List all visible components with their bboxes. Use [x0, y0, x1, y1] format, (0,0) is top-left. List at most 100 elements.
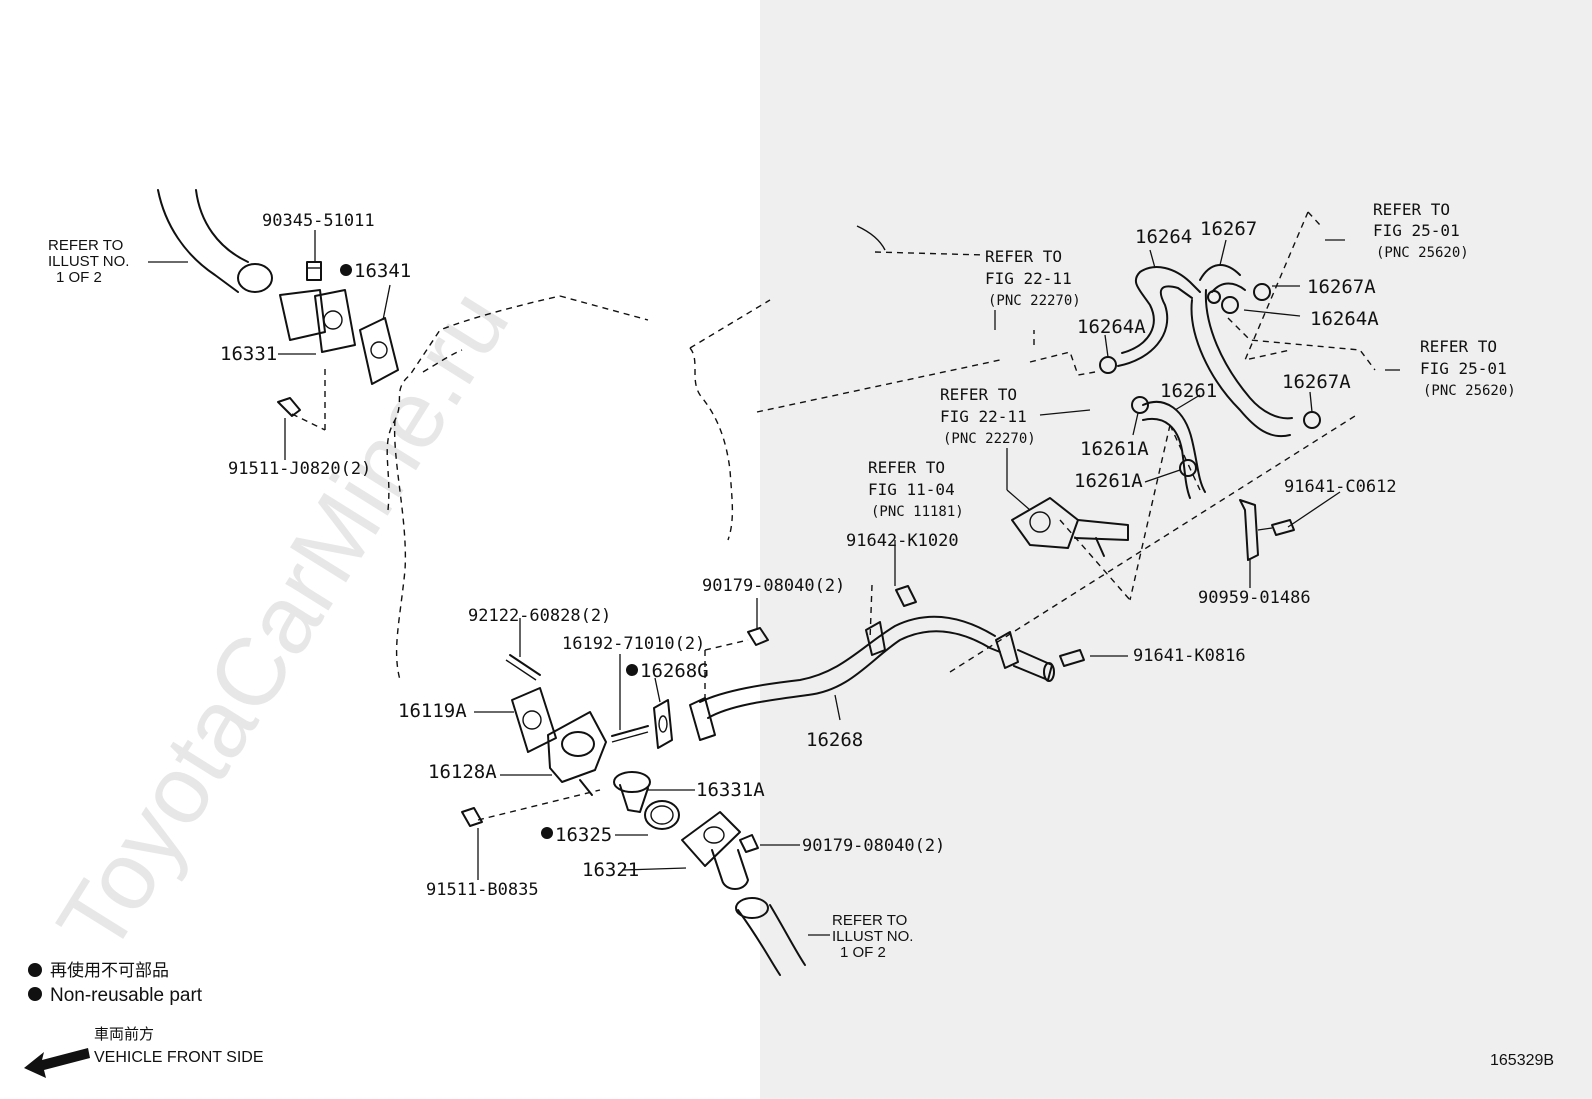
housing-16128A	[547, 711, 607, 796]
front-indicator: 車両前方 VEHICLE FRONT SIDE	[24, 1026, 264, 1078]
hose-16264	[1117, 266, 1201, 367]
non-reusable-dot	[340, 264, 352, 276]
ref-fig2501-b-line3: (PNC 25620)	[1423, 383, 1516, 399]
ref-fig2501-a-line3: (PNC 25620)	[1376, 245, 1469, 261]
label-16264A-left: 16264A	[1077, 316, 1146, 338]
lower-hose	[735, 897, 806, 976]
label-16264: 16264	[1135, 226, 1192, 248]
ref-fig2211-a-line2: FIG 22-11	[985, 269, 1072, 288]
label-16268G: 16268G	[640, 660, 709, 682]
ref-fig2211-a-line3: (PNC 22270)	[988, 293, 1081, 309]
legend-dot-jp	[28, 963, 42, 977]
label-90179-08040-lower: 90179-08040(2)	[802, 836, 945, 856]
watermark: ToyotaCarMine.ru	[37, 272, 529, 971]
gasket-16341	[359, 317, 399, 385]
nut-90179-lower	[739, 834, 759, 853]
legend-en: Non-reusable part	[50, 985, 203, 1006]
label-16325: 16325	[555, 824, 612, 846]
inlet-16321	[681, 811, 749, 890]
label-16261: 16261	[1160, 380, 1217, 402]
front-jp: 車両前方	[94, 1026, 154, 1043]
legend: 再使用不可部品 Non-reusable part	[28, 960, 203, 1006]
label-16267A-upper: 16267A	[1307, 276, 1376, 298]
ref-fig2501-b-line2: FIG 25-01	[1420, 359, 1507, 378]
thermostat-16331A	[613, 771, 651, 813]
bolt-91511-B0835	[461, 789, 601, 827]
ref-fig2501-b: REFER TO FIG 25-01 (PNC 25620)	[1420, 337, 1516, 399]
ref-fig1104-line1: REFER TO	[868, 458, 945, 477]
pipe-16268	[689, 615, 1085, 741]
water-outlet-16331	[157, 189, 356, 353]
water-inlet-housing	[1011, 497, 1129, 557]
ref-fig2211-b-line1: REFER TO	[940, 385, 1017, 404]
label-92122-60828: 92122-60828(2)	[468, 606, 611, 626]
reference-dashes	[874, 211, 1376, 673]
non-reusable-dot	[626, 664, 638, 676]
ref-fig1104: REFER TO FIG 11-04 (PNC 11181)	[868, 458, 964, 520]
label-90345-51011: 90345-51011	[262, 211, 375, 231]
label-91641-C0612: 91641-C0612	[1284, 477, 1397, 497]
label-16267A-lower: 16267A	[1282, 371, 1351, 393]
ref-fig1104-line2: FIG 11-04	[868, 480, 955, 499]
label-16128A: 16128A	[428, 761, 497, 783]
label-16331A: 16331A	[696, 779, 765, 801]
label-16261A-lower: 16261A	[1074, 470, 1143, 492]
label-16321: 16321	[582, 859, 639, 881]
gasket-16325	[644, 800, 680, 830]
ref-illust-bottom-line1: REFER TO	[832, 912, 907, 929]
legend-dot-en	[28, 987, 42, 1001]
ref-fig1104-line3: (PNC 11181)	[871, 504, 964, 520]
stud-92122	[505, 654, 541, 681]
legend-jp: 再使用不可部品	[50, 960, 169, 980]
label-16341: 16341	[354, 260, 411, 282]
ref-fig2211-a: REFER TO FIG 22-11 (PNC 22270)	[985, 247, 1081, 309]
front-arrow-icon	[24, 1048, 90, 1078]
diagram-code: 165329B	[1490, 1052, 1554, 1069]
bracket-90959	[1239, 499, 1295, 561]
hose-16261	[1142, 400, 1206, 499]
stud-16192	[611, 725, 649, 743]
ref-illust-top-line2: ILLUST NO.	[48, 253, 129, 270]
plug-90345	[306, 261, 322, 281]
ref-fig2501-a-line2: FIG 25-01	[1373, 221, 1460, 240]
label-91642-K1020: 91642-K1020	[846, 531, 959, 551]
ref-illust-top-line1: REFER TO	[48, 237, 123, 254]
label-16267: 16267	[1200, 218, 1257, 240]
ref-illust-bottom-line2: ILLUST NO.	[832, 928, 913, 945]
label-91641-K0816: 91641-K0816	[1133, 646, 1246, 666]
label-91511-B0835: 91511-B0835	[426, 880, 539, 900]
ref-illust-bottom-line3: 1 OF 2	[840, 944, 886, 961]
bolt-91642-K1020	[869, 584, 917, 641]
gasket-16268G	[653, 699, 673, 749]
label-16119A: 16119A	[398, 700, 467, 722]
ref-fig2501-a-line1: REFER TO	[1373, 200, 1450, 219]
hose-16267	[1190, 264, 1293, 438]
label-16268: 16268	[806, 729, 863, 751]
label-16261A-upper: 16261A	[1080, 438, 1149, 460]
label-91511-J0820: 91511-J0820(2)	[228, 459, 371, 479]
ref-illust-top: REFER TO ILLUST NO. 1 OF 2	[48, 237, 129, 286]
label-16192-71010: 16192-71010(2)	[562, 634, 705, 654]
label-16331: 16331	[220, 343, 277, 365]
leader-lines	[148, 230, 1400, 936]
gasket-16119A	[511, 687, 557, 753]
ref-fig2211-a-line1: REFER TO	[985, 247, 1062, 266]
label-90959-01486: 90959-01486	[1198, 588, 1311, 608]
bolt-91511-J0820	[277, 365, 326, 431]
engine-outline	[386, 225, 1001, 681]
ref-fig2211-b-line3: (PNC 22270)	[943, 431, 1036, 447]
shaded-panel	[760, 0, 1592, 1099]
label-90179-08040-upper: 90179-08040(2)	[702, 576, 845, 596]
front-en: VEHICLE FRONT SIDE	[94, 1049, 264, 1066]
ref-fig2501-a: REFER TO FIG 25-01 (PNC 25620)	[1373, 200, 1469, 261]
non-reusable-dot	[541, 827, 553, 839]
nut-90179-upper	[704, 627, 769, 698]
ref-illust-top-line3: 1 OF 2	[56, 269, 102, 286]
ref-illust-bottom: REFER TO ILLUST NO. 1 OF 2	[832, 912, 913, 961]
ref-fig2211-b: REFER TO FIG 22-11 (PNC 22270)	[940, 385, 1036, 447]
ref-fig2501-b-line1: REFER TO	[1420, 337, 1497, 356]
label-16264A-right: 16264A	[1310, 308, 1379, 330]
ref-fig2211-b-line2: FIG 22-11	[940, 407, 1027, 426]
